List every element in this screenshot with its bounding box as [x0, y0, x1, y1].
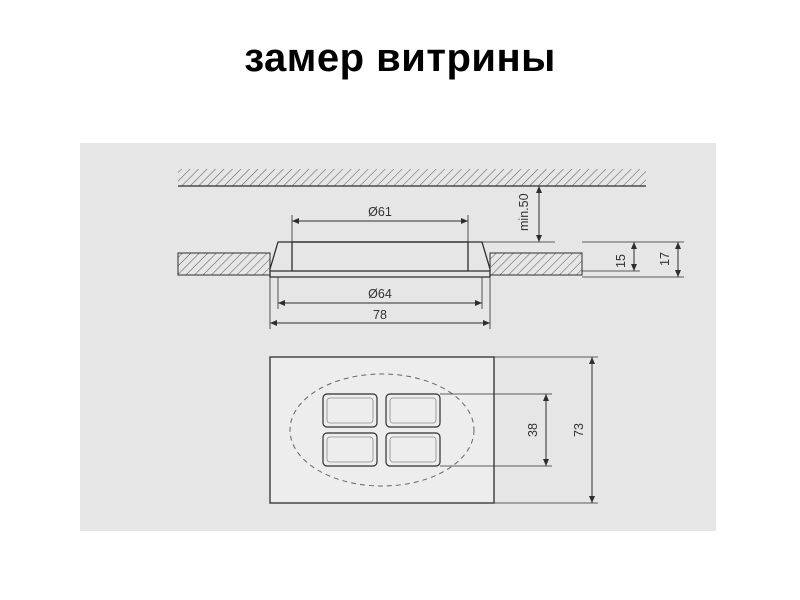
- front-plate: [269, 356, 495, 504]
- technical-drawing: min.50 Ø61: [80, 143, 716, 531]
- plate-height-label: 73: [572, 423, 586, 437]
- window-size-dimension: 38: [440, 393, 552, 467]
- window-size-label: 38: [526, 423, 540, 437]
- outer-diameter-dimension: Ø64: [277, 277, 483, 309]
- height-dimensions: 15 17: [582, 241, 684, 278]
- cutout-depth-label: 15: [614, 254, 628, 268]
- ceiling-section: [178, 169, 646, 187]
- light-window: [385, 432, 441, 467]
- light-window: [322, 393, 378, 428]
- light-window-grid: [322, 393, 441, 467]
- fixture-profile: [269, 241, 491, 278]
- flange-width-dimension: 78: [269, 277, 491, 329]
- light-window: [322, 432, 378, 467]
- min-clearance-label: min.50: [517, 193, 531, 231]
- min-clearance-dimension: min.50: [475, 186, 555, 243]
- light-window: [385, 393, 441, 428]
- plate-height-dimension: 73: [494, 356, 598, 504]
- total-height-label: 17: [658, 252, 672, 266]
- outer-diameter-label: Ø64: [368, 287, 392, 301]
- shelf-section: [177, 252, 583, 276]
- fixture-outline-dashed: [289, 373, 475, 487]
- technical-drawing-panel: min.50 Ø61: [80, 143, 716, 531]
- flange-width-label: 78: [373, 308, 387, 322]
- inner-diameter-label: Ø61: [368, 205, 392, 219]
- inner-diameter-dimension: Ø61: [291, 205, 469, 242]
- slide-title: замер витрины: [244, 36, 556, 80]
